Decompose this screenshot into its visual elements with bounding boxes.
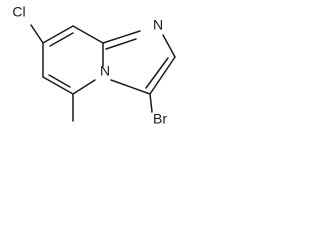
bond-c5-c6 — [42, 76, 74, 95]
bond-c5-c6-inner — [48, 74, 71, 88]
bond-group — [30, 24, 176, 122]
atom-label-n-bridge: N — [100, 63, 110, 79]
bond-c8-c8a — [72, 25, 104, 44]
atom-label-cl: Cl — [12, 4, 25, 20]
bond-c2-c3 — [149, 56, 176, 95]
bond-n1-c2 — [162, 34, 176, 58]
bond-c8a-n1-inner — [105, 38, 137, 50]
bond-c3-br — [149, 93, 153, 113]
bond-c7-c8 — [42, 25, 74, 44]
bond-c7-c8-inner — [49, 32, 74, 47]
atom-label-n-imine: N — [153, 17, 163, 33]
bond-c3-n4 — [110, 79, 151, 95]
chemical-structure-drawing: Cl N N Br — [12, 4, 176, 127]
bond-c2-c3-inner — [145, 57, 169, 89]
atom-label-br: Br — [153, 111, 167, 127]
bond-n4-c5 — [72, 79, 96, 95]
bond-c8a-n1 — [102, 30, 141, 44]
bond-c7-cl — [30, 24, 44, 44]
